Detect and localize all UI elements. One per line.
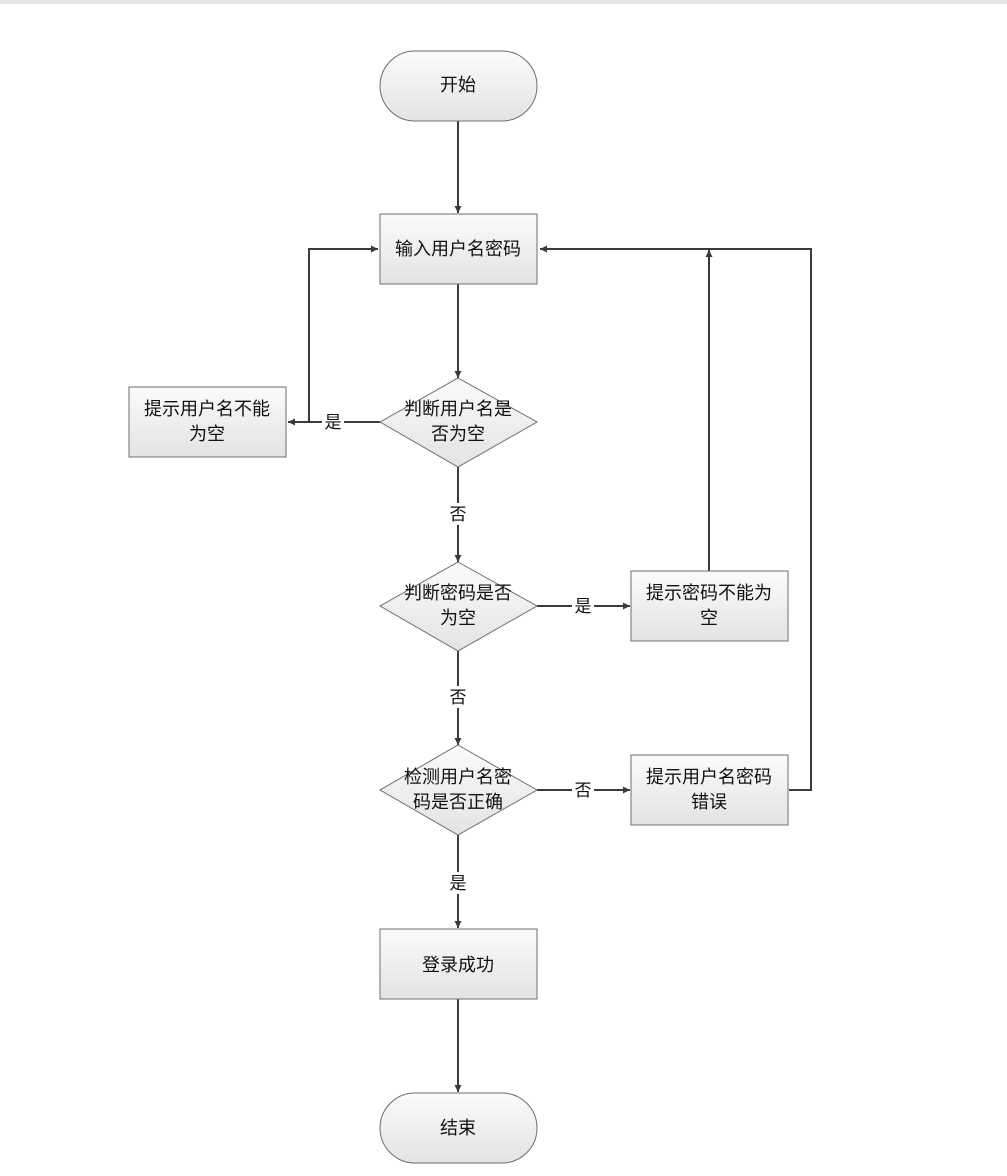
edge-label-user-empty-no: 否: [450, 505, 467, 525]
node-end-label: 结束: [440, 1118, 476, 1139]
node-input: 输入用户名密码: [379, 213, 538, 285]
node-start-label: 开始: [440, 75, 476, 96]
node-check-user-empty-line1: 判断用户名是: [404, 399, 512, 420]
node-verify: 检测用户名密 码是否正确: [378, 744, 539, 836]
node-tip-user-empty-line1: 提示用户名不能: [144, 399, 270, 420]
edge-labels: 是 否 是 否 否 是: [322, 411, 594, 894]
node-tip-error-line2: 错误: [691, 792, 727, 813]
node-input-label: 输入用户名密码: [395, 239, 521, 260]
edge-label-pwd-empty-no: 否: [450, 688, 467, 708]
node-start: 开始: [379, 50, 538, 122]
node-tip-error: 提示用户名密码 错误: [630, 754, 789, 826]
edge-label-verify-no: 否: [575, 781, 592, 801]
edge-label-pwd-empty-yes: 是: [575, 597, 592, 617]
node-success-label: 登录成功: [422, 955, 494, 976]
node-tip-pwd-empty-line1: 提示密码不能为: [646, 583, 772, 604]
edge-label-user-empty-yes: 是: [325, 413, 342, 433]
node-check-pwd-empty-line2: 为空: [440, 608, 476, 629]
edge-tip-user-back: [308, 245, 378, 422]
node-tip-user-empty: 提示用户名不能 为空: [128, 386, 287, 458]
node-check-user-empty-line2: 否为空: [431, 424, 485, 445]
node-verify-line2: 码是否正确: [413, 792, 503, 813]
node-check-pwd-empty-line1: 判断密码是否: [404, 583, 512, 604]
node-tip-pwd-empty-line2: 空: [700, 608, 718, 629]
node-check-pwd-empty: 判断密码是否 为空: [378, 561, 539, 652]
node-tip-user-empty-line2: 为空: [189, 424, 225, 445]
node-check-user-empty: 判断用户名是 否为空: [378, 377, 539, 468]
node-verify-line1: 检测用户名密: [404, 767, 512, 788]
node-end: 结束: [379, 1092, 538, 1164]
edge-tip-error-back: [540, 245, 812, 791]
edges: [288, 121, 812, 1092]
node-success: 登录成功: [379, 928, 538, 1000]
top-border: [0, 0, 1007, 4]
node-tip-pwd-empty: 提示密码不能为 空: [630, 570, 789, 642]
node-tip-error-line1: 提示用户名密码: [646, 767, 772, 788]
edge-label-verify-yes: 是: [450, 874, 467, 894]
